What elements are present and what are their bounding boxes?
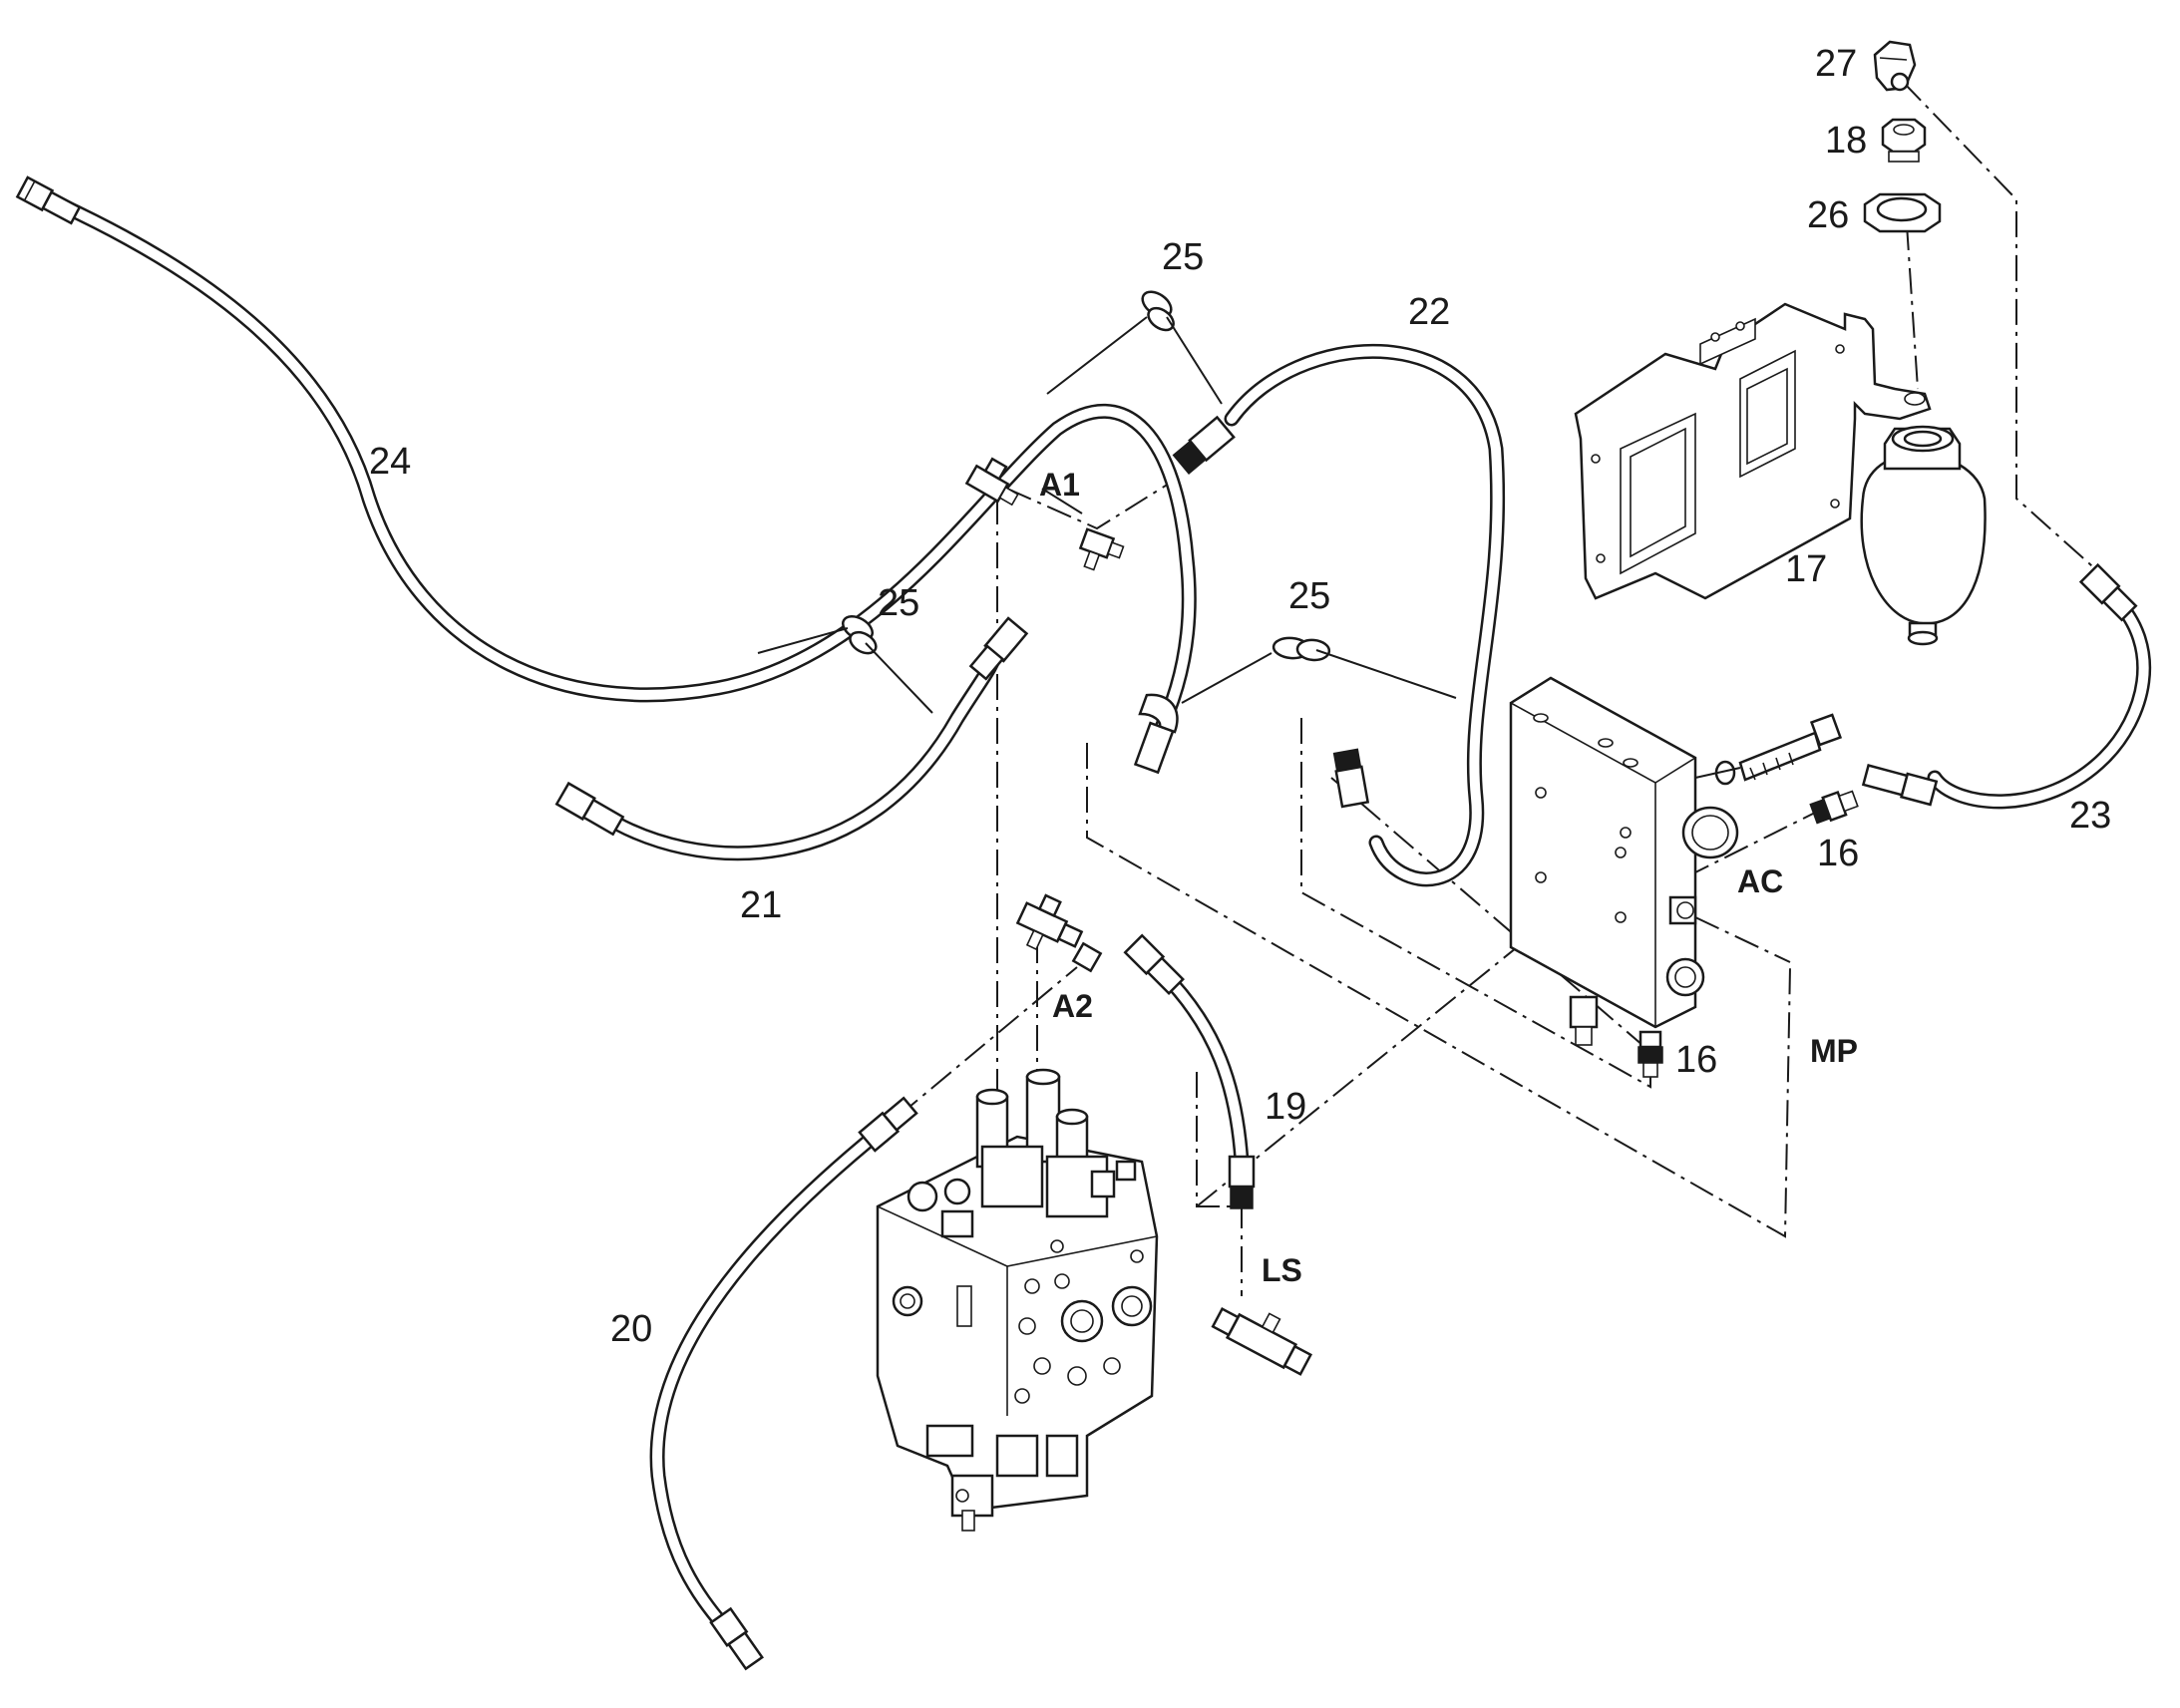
tee-ls <box>1211 1307 1313 1376</box>
mounting-bracket <box>1574 302 1932 600</box>
hose-22 <box>1224 343 1506 887</box>
fitting-21-right <box>968 616 1029 681</box>
callout-27: 27 <box>1815 43 1857 85</box>
adapter-16-mp <box>1637 1030 1663 1078</box>
fitting-22-top <box>1172 415 1236 475</box>
port-label-mp: MP <box>1810 1033 1858 1069</box>
accumulator-valve-block <box>1509 676 1843 1046</box>
fitting-20-bottom <box>709 1606 764 1671</box>
hose-fittings <box>15 175 2138 1671</box>
accumulator-17 <box>1860 425 1987 646</box>
clamps <box>842 290 1331 662</box>
hose-20 <box>649 1134 876 1633</box>
fitting-19-top <box>1123 933 1185 995</box>
alignment-line-ls <box>1196 1072 1243 1296</box>
hose-19 <box>1154 964 1250 1170</box>
stack-items <box>1863 40 1942 233</box>
alignment-line-a1-tee <box>1006 478 1178 530</box>
tee-a1 <box>964 457 1125 571</box>
fitting-24-left <box>15 175 82 225</box>
nut-18 <box>1881 118 1927 163</box>
port-label-a1: A1 <box>1039 467 1080 503</box>
hoses <box>52 196 2152 1633</box>
adapter-16-ac <box>1809 790 1859 825</box>
callout-25-middle: 25 <box>1288 575 1330 617</box>
clamp-25-top <box>1141 290 1175 332</box>
callout-21: 21 <box>740 884 782 926</box>
nut-26 <box>1863 192 1942 233</box>
clamp-25-left <box>842 614 878 655</box>
callout-labels: 27 18 26 25 22 24 17 25 25 23 16 21 16 1… <box>369 43 2111 1350</box>
fitting-23-top <box>2078 562 2138 622</box>
port-label-ls: LS <box>1262 1252 1302 1288</box>
fitting-23-left <box>1861 764 1939 807</box>
callout-20: 20 <box>610 1308 652 1350</box>
fitting-24-right <box>1133 693 1179 775</box>
hose-24 <box>52 196 1197 746</box>
fitting-19-bottom <box>1228 1155 1256 1209</box>
callout-19: 19 <box>1265 1086 1306 1128</box>
hose-21 <box>590 640 1005 861</box>
alignment-line-accumulator-stack <box>1906 223 1919 390</box>
alignment-line-mp <box>1694 916 1791 963</box>
callout-16-mp: 16 <box>1675 1039 1717 1081</box>
fitting-27 <box>1873 40 1917 92</box>
fitting-20-top <box>858 1096 918 1153</box>
control-valve-block <box>876 1068 1159 1532</box>
hose-23 <box>1927 590 2152 810</box>
callout-18: 18 <box>1825 120 1867 162</box>
callout-24: 24 <box>369 441 411 483</box>
alignment-line-21-valve <box>1086 743 1791 1238</box>
fitting-21-left <box>554 781 625 837</box>
alignment-line-ac <box>1684 812 1816 878</box>
callout-25-left: 25 <box>878 582 919 624</box>
leader-lines <box>757 316 1741 779</box>
callout-17: 17 <box>1785 548 1827 590</box>
callout-22: 22 <box>1408 291 1450 333</box>
callout-25-top: 25 <box>1162 236 1204 278</box>
clamp-25-middle <box>1272 636 1331 662</box>
fitting-22-bottom <box>1332 748 1370 809</box>
alignment-line-20-to-a2 <box>897 966 1078 1118</box>
port-label-a2: A2 <box>1052 988 1093 1024</box>
alignment-line-27-to-23 <box>1902 81 2101 574</box>
tee-a2 <box>1015 893 1103 973</box>
callout-16-ac: 16 <box>1817 833 1859 874</box>
callout-23: 23 <box>2069 795 2111 837</box>
callout-26: 26 <box>1807 194 1849 236</box>
port-label-ac: AC <box>1737 863 1783 899</box>
